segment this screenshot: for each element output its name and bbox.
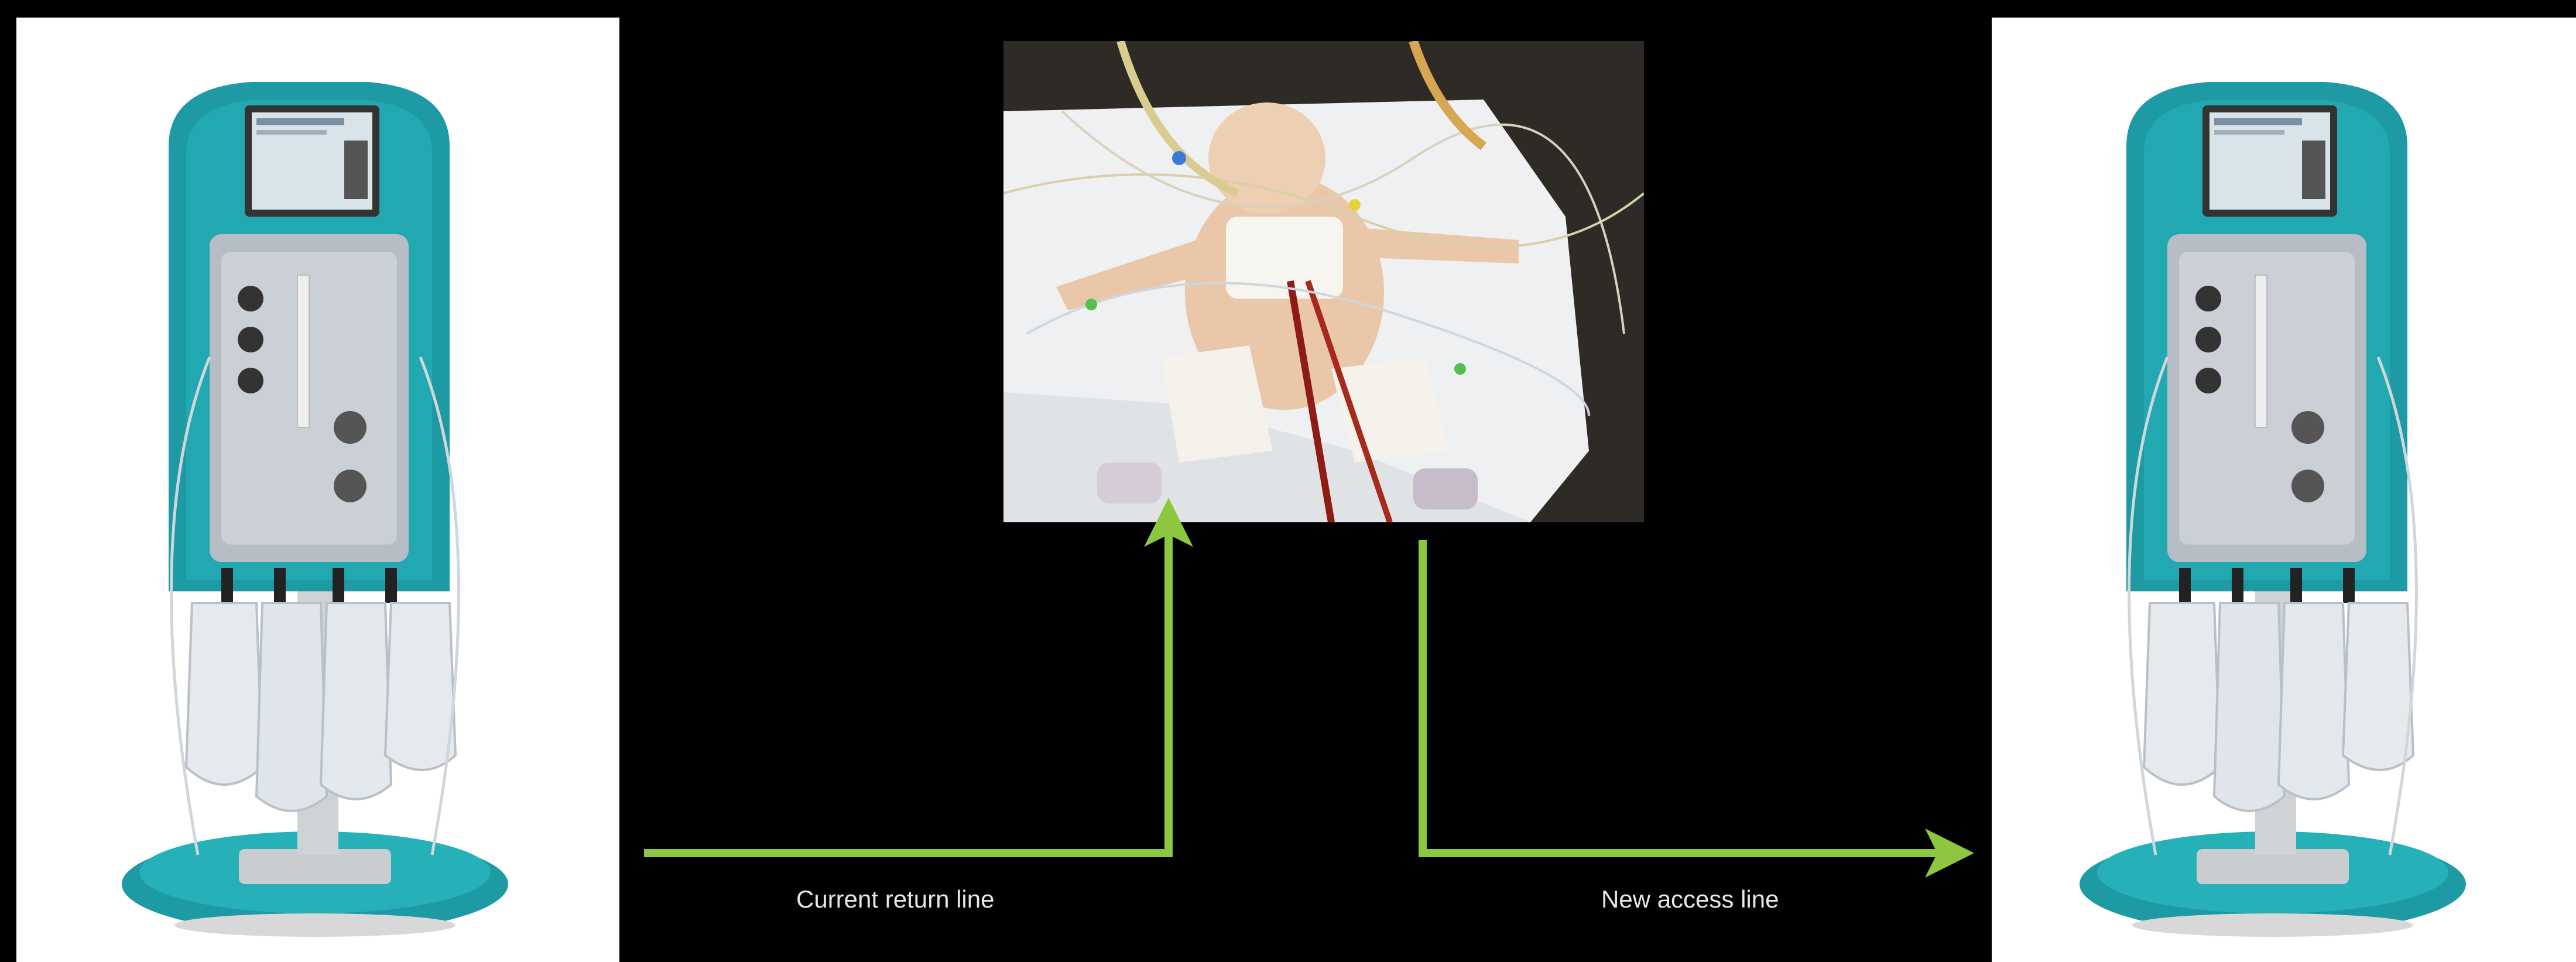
current-return-line-label: Current return line [796,885,994,913]
current-return-line-arrow [644,522,1169,853]
right-machine-panel [1992,18,2576,962]
dialysis-machine-right-image [2062,64,2483,954]
new-access-line-label: New access line [1601,885,1779,913]
new-access-line-arrow [1423,540,1950,853]
